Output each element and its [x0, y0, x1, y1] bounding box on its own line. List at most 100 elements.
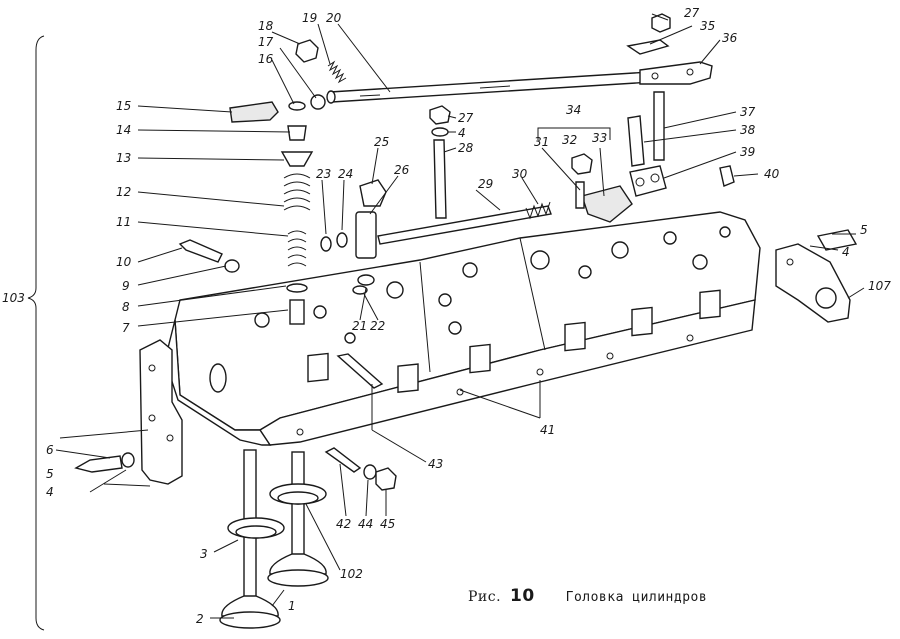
callout-14: 14 — [116, 123, 131, 137]
stud-28 — [433, 139, 447, 219]
callout-43: 43 — [428, 457, 443, 471]
ring-23 — [320, 236, 332, 252]
callout-37: 37 — [740, 105, 756, 119]
ring-22 — [352, 285, 368, 295]
callout-27-mid: 27 — [458, 111, 474, 125]
callout-33: 33 — [592, 131, 607, 145]
washer-17 — [310, 94, 326, 110]
callout-21: 21 — [352, 319, 367, 333]
end-plate-6 — [139, 339, 183, 485]
stud-43 — [336, 353, 384, 389]
valve-spring-stack — [280, 101, 314, 325]
callout-28: 28 — [458, 141, 474, 155]
callout-107: 107 — [868, 279, 891, 293]
ring-24 — [336, 232, 348, 248]
cylinder-head-body — [164, 211, 761, 446]
callout-40: 40 — [764, 167, 780, 181]
callout-5-left: 5 — [46, 467, 54, 481]
washer-4-left — [121, 452, 135, 468]
spring-19 — [327, 60, 347, 84]
callout-4-mid: 4 — [458, 126, 466, 140]
push-rod-29 — [377, 205, 552, 245]
nut-27-mid — [429, 105, 451, 125]
screw-31 — [575, 181, 585, 209]
callout-17: 17 — [258, 35, 274, 49]
callout-8: 8 — [122, 300, 130, 314]
nut-18 — [295, 39, 319, 63]
valves — [219, 449, 329, 629]
rocker-arm-15 — [229, 101, 279, 123]
rocker-bracket-36 — [639, 61, 713, 85]
callout-29: 29 — [478, 177, 493, 191]
tube-26 — [355, 211, 377, 259]
callout-22: 22 — [370, 319, 385, 333]
callout-32: 32 — [562, 133, 577, 147]
nut-27-top — [651, 13, 671, 33]
nut-45 — [375, 467, 397, 491]
callout-2: 2 — [196, 612, 204, 626]
spring-30 — [525, 201, 551, 220]
callout-30: 30 — [512, 167, 528, 181]
washer-4-mid — [431, 127, 449, 137]
bolt-5-left — [74, 455, 123, 473]
cover-25 — [359, 179, 387, 207]
caption-title: Головка цилиндров — [565, 590, 708, 605]
callout-7: 7 — [122, 321, 130, 335]
washer-9 — [224, 259, 240, 273]
callout-31: 31 — [534, 135, 549, 149]
ring-21 — [357, 274, 375, 286]
stud-37 — [653, 91, 665, 161]
callout-24: 24 — [338, 167, 353, 181]
washer-44 — [363, 464, 377, 480]
callout-5-right: 5 — [860, 223, 868, 237]
fitting-40 — [719, 165, 735, 187]
callout-11: 11 — [116, 215, 131, 229]
callout-labels: 1 2 3 4 5 6 7 8 9 10 11 12 13 14 15 16 1… — [2, 6, 891, 626]
figure-caption: Рис. 10 Головка цилиндров — [468, 586, 707, 606]
callout-4-right: 4 — [842, 245, 850, 259]
callout-13: 13 — [116, 151, 131, 165]
nut-32 — [571, 153, 593, 175]
callout-103: 103 — [2, 291, 25, 305]
callout-45: 45 — [380, 517, 395, 531]
callout-15: 15 — [116, 99, 131, 113]
rocker-arm-33 — [581, 185, 633, 223]
callout-25: 25 — [374, 135, 389, 149]
rocker-shaft-20 — [326, 71, 653, 104]
callout-18: 18 — [258, 19, 274, 33]
callout-34: 34 — [566, 103, 581, 117]
callout-36: 36 — [722, 31, 738, 45]
callout-12: 12 — [116, 185, 131, 199]
stud-42 — [324, 447, 362, 473]
callout-20: 20 — [326, 11, 342, 25]
callout-1: 1 — [288, 599, 296, 613]
bolt-10 — [178, 239, 223, 263]
caption-number: 10 — [510, 586, 535, 606]
callout-10: 10 — [116, 255, 132, 269]
callout-39: 39 — [740, 145, 755, 159]
end-plate-107 — [775, 243, 851, 323]
bolt-38 — [627, 115, 645, 167]
callout-35: 35 — [700, 19, 715, 33]
bolt-5-right — [816, 229, 858, 251]
callout-6: 6 — [46, 443, 54, 457]
assembly-brace-103 — [27, 35, 45, 631]
caption-prefix: Рис. — [468, 589, 502, 605]
lock-plate-35 — [626, 39, 670, 55]
callout-102: 102 — [340, 567, 363, 581]
callout-26: 26 — [394, 163, 410, 177]
callout-16: 16 — [258, 52, 274, 66]
callout-4-left: 4 — [46, 485, 54, 499]
callout-41: 41 — [540, 423, 555, 437]
callout-19: 19 — [302, 11, 317, 25]
callout-44: 44 — [358, 517, 373, 531]
callout-27-top: 27 — [684, 6, 700, 20]
support-39 — [629, 165, 667, 197]
leader-lines — [55, 13, 865, 619]
callout-3: 3 — [200, 547, 208, 561]
callout-42: 42 — [336, 517, 351, 531]
callout-9: 9 — [122, 279, 130, 293]
callout-38: 38 — [740, 123, 756, 137]
callout-23: 23 — [316, 167, 331, 181]
